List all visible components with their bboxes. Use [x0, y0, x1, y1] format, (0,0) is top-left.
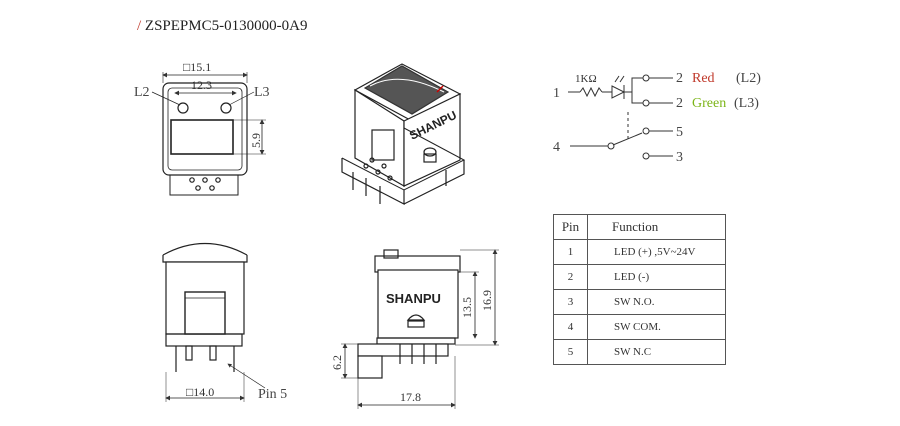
header-function: Function	[587, 214, 726, 240]
iso-rocker	[363, 65, 450, 115]
pin-cell: 1	[553, 239, 588, 265]
table-header-row: Pin Function	[553, 214, 726, 240]
part-number: ZSPEPMC5-0130000-0A9	[144, 18, 308, 34]
pin-cell: 5	[553, 339, 588, 365]
dim-led-spacing: 12.3	[191, 78, 212, 92]
pin-base	[169, 174, 239, 196]
function-cell: SW COM.	[587, 314, 726, 340]
pin4-label: 4	[553, 140, 560, 155]
dim-front-width: □14.0	[186, 385, 214, 399]
dim-height-total: 16.9	[480, 290, 494, 311]
pin2-red-label: 2	[676, 71, 683, 86]
resistor-value: 1KΩ	[575, 73, 597, 85]
dim-outer-width: □15.1	[183, 60, 211, 74]
function-cell: LED (-)	[587, 264, 726, 290]
pin2-green-label: 2	[676, 96, 683, 111]
pin3-label: 3	[676, 150, 683, 165]
function-cell: SW N.C	[587, 339, 726, 365]
dim-pin-length: 6.2	[330, 355, 344, 370]
label-l3: L3	[254, 85, 270, 100]
header-pin: Pin	[553, 214, 588, 240]
led-l3-icon	[220, 102, 232, 114]
front-view	[162, 242, 266, 402]
page-title: / ZSPEPMC5-0130000-0A9	[137, 18, 307, 35]
l3-leader	[228, 91, 255, 106]
table-row: 2 LED (-)	[553, 264, 726, 290]
pin5-callout: Pin 5	[258, 387, 287, 402]
pin-cell: 3	[553, 289, 588, 315]
red-led-label: (L2)	[736, 71, 761, 86]
top-view	[151, 72, 266, 196]
table-row: 3 SW N.O.	[553, 289, 726, 315]
iso-view	[341, 63, 466, 205]
pin-cell: 4	[553, 314, 588, 340]
function-cell: LED (+) ,5V~24V	[587, 239, 726, 265]
dim-height-inner: 13.5	[460, 297, 474, 318]
pin1-label: 1	[553, 86, 560, 101]
dim-depth: 17.8	[400, 390, 421, 404]
dim-height: 5.9	[249, 133, 263, 148]
pin-cell: 2	[553, 264, 588, 290]
side-view	[341, 249, 499, 409]
title-slash: /	[137, 18, 142, 34]
led-l2-icon	[177, 102, 189, 114]
pin5-label: 5	[676, 125, 683, 140]
top-view-window	[170, 119, 234, 155]
table-row: 1 LED (+) ,5V~24V	[553, 239, 726, 265]
iso-right-face	[403, 93, 461, 187]
green-text: Green	[692, 96, 726, 111]
front-rocker	[162, 242, 248, 256]
label-l2: L2	[134, 85, 150, 100]
resistor-icon	[579, 86, 603, 98]
side-brand: SHANPU	[386, 291, 441, 306]
led-diode-icon	[611, 85, 626, 99]
pin-function-table: Pin Function 1 LED (+) ,5V~24V 2 LED (-)…	[553, 214, 726, 365]
table-row: 5 SW N.C	[553, 339, 726, 365]
function-cell: SW N.O.	[587, 289, 726, 315]
l2-leader	[151, 91, 181, 106]
pin5-leader	[227, 363, 266, 389]
table-row: 4 SW COM.	[553, 314, 726, 340]
schematic	[568, 74, 673, 160]
red-text: Red	[692, 71, 715, 86]
green-led-label: (L3)	[734, 96, 759, 111]
